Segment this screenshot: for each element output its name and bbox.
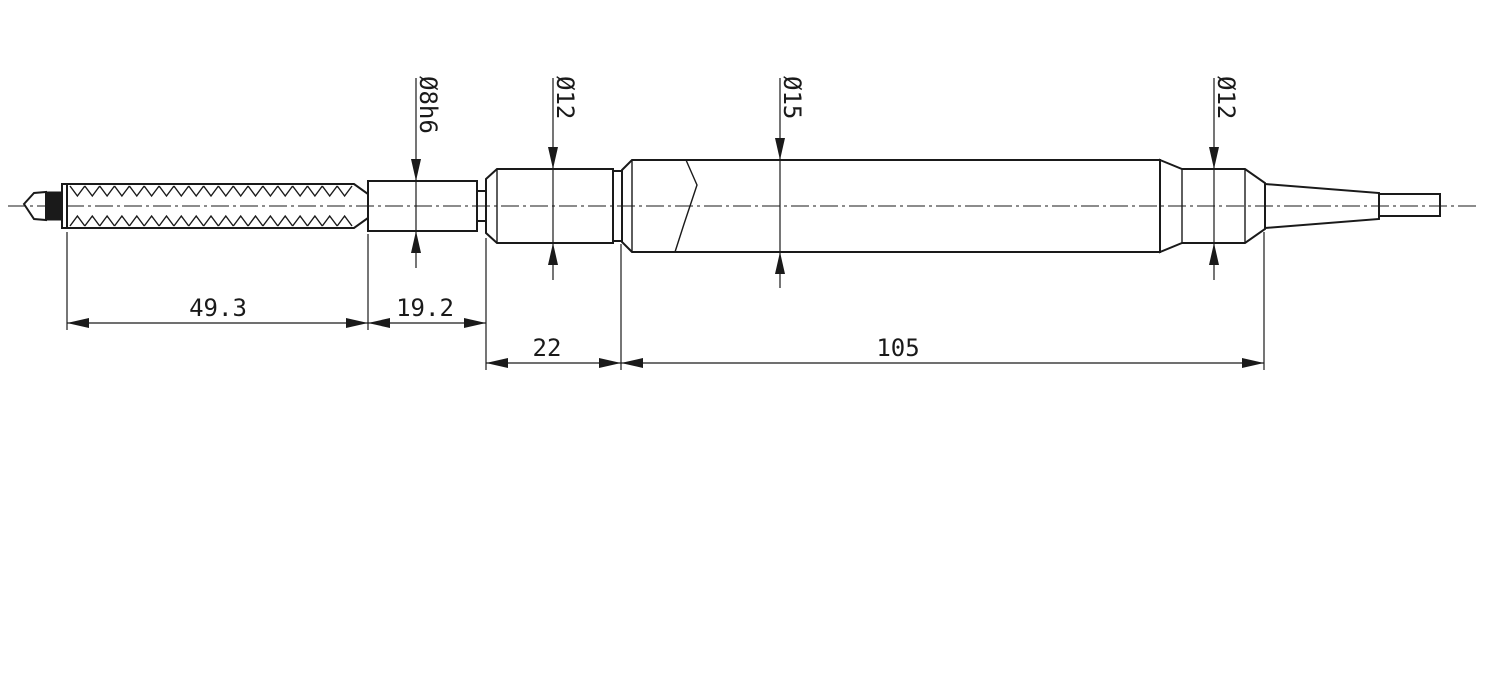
dim-line-body: 105 (621, 334, 1264, 368)
probe-tip (22, 183, 68, 229)
extension-lines (66, 232, 1265, 370)
dim-text-bellows: 49.3 (189, 294, 247, 322)
dia-text-collar: Ø12 (551, 76, 579, 119)
dia-text-shaft: Ø8h6 (414, 76, 442, 134)
dim-line-collar: 22 (486, 334, 621, 368)
dia-text-body: Ø15 (778, 76, 806, 119)
dia-text-end: Ø12 (1212, 76, 1240, 119)
dia-end: Ø12 (1209, 76, 1240, 280)
dim-line-bellows: 49.3 (67, 294, 368, 328)
dim-text-body: 105 (876, 334, 919, 362)
dia-shaft: Ø8h6 (411, 76, 442, 268)
dim-text-shaft: 19.2 (396, 294, 454, 322)
dia-body: Ø15 (775, 76, 806, 288)
dia-collar: Ø12 (548, 76, 579, 280)
dim-line-shaft: 19.2 (368, 294, 486, 328)
dim-text-collar: 22 (533, 334, 562, 362)
